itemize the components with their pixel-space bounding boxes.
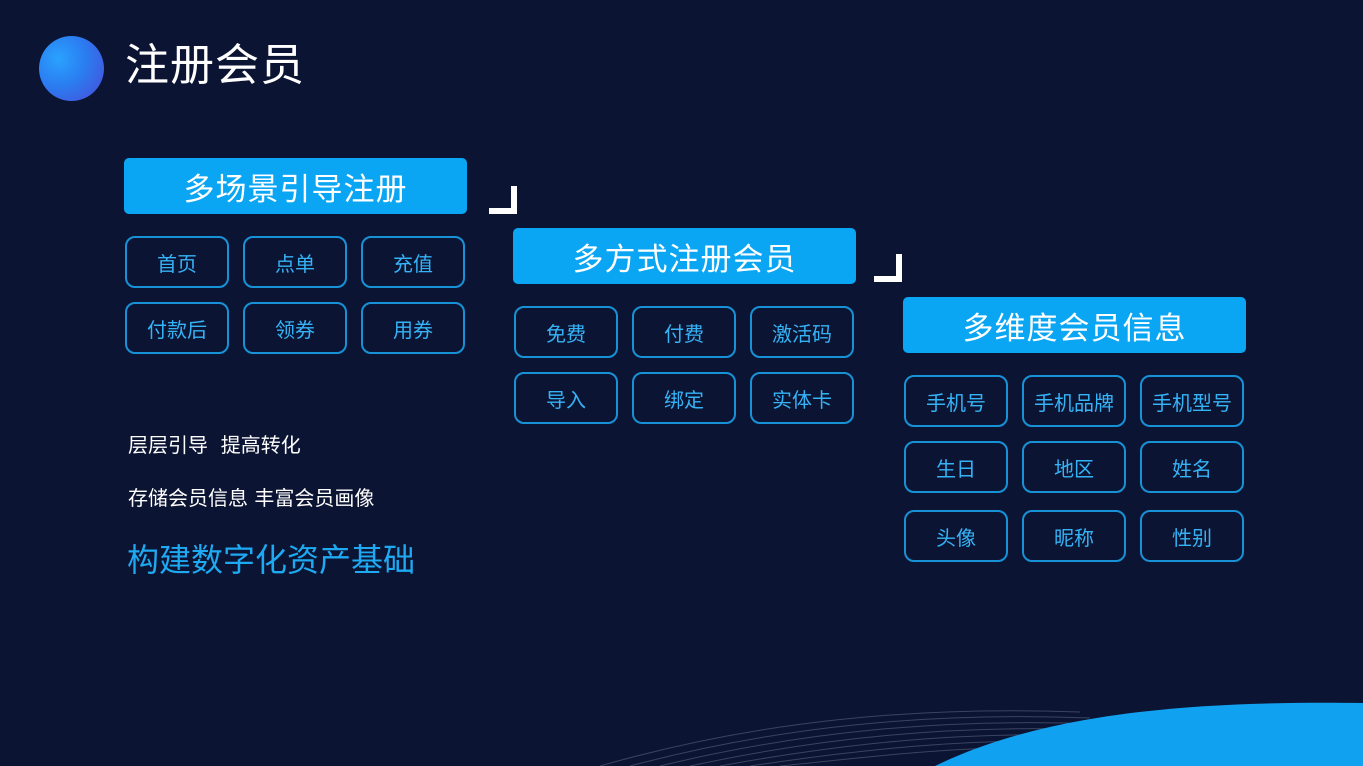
tag-free: 免费 <box>514 306 618 358</box>
tag-avatar: 头像 <box>904 510 1008 562</box>
note-member-profile: 存储会员信息 丰富会员画像 <box>128 486 375 510</box>
tag-phone-brand: 手机品牌 <box>1022 375 1126 427</box>
logo-circle-icon <box>39 36 104 101</box>
tag-order: 点单 <box>243 236 347 288</box>
step-3-header: 多维度会员信息 <box>903 297 1246 353</box>
page-title: 注册会员 <box>125 40 305 91</box>
tag-phone-number: 手机号 <box>904 375 1008 427</box>
tag-region: 地区 <box>1022 441 1126 493</box>
tag-name: 姓名 <box>1140 441 1244 493</box>
tag-gender: 性别 <box>1140 510 1244 562</box>
step-arrow-icon <box>874 254 902 282</box>
tag-claim-coupon: 领券 <box>243 302 347 354</box>
tag-homepage: 首页 <box>125 236 229 288</box>
tag-birthday: 生日 <box>904 441 1008 493</box>
step-2-header: 多方式注册会员 <box>513 228 856 284</box>
tag-use-coupon: 用券 <box>361 302 465 354</box>
tag-after-payment: 付款后 <box>125 302 229 354</box>
tag-physical-card: 实体卡 <box>750 372 854 424</box>
tag-paid: 付费 <box>632 306 736 358</box>
tag-import: 导入 <box>514 372 618 424</box>
step-arrow-icon <box>489 186 517 214</box>
tag-recharge: 充值 <box>361 236 465 288</box>
tag-phone-model: 手机型号 <box>1140 375 1244 427</box>
tag-bind: 绑定 <box>632 372 736 424</box>
tag-nickname: 昵称 <box>1022 510 1126 562</box>
tag-activation-code: 激活码 <box>750 306 854 358</box>
note-guidance: 层层引导 提高转化 <box>128 433 301 457</box>
step-1-header: 多场景引导注册 <box>124 158 467 214</box>
highlight-digital-assets: 构建数字化资产基础 <box>127 541 416 579</box>
